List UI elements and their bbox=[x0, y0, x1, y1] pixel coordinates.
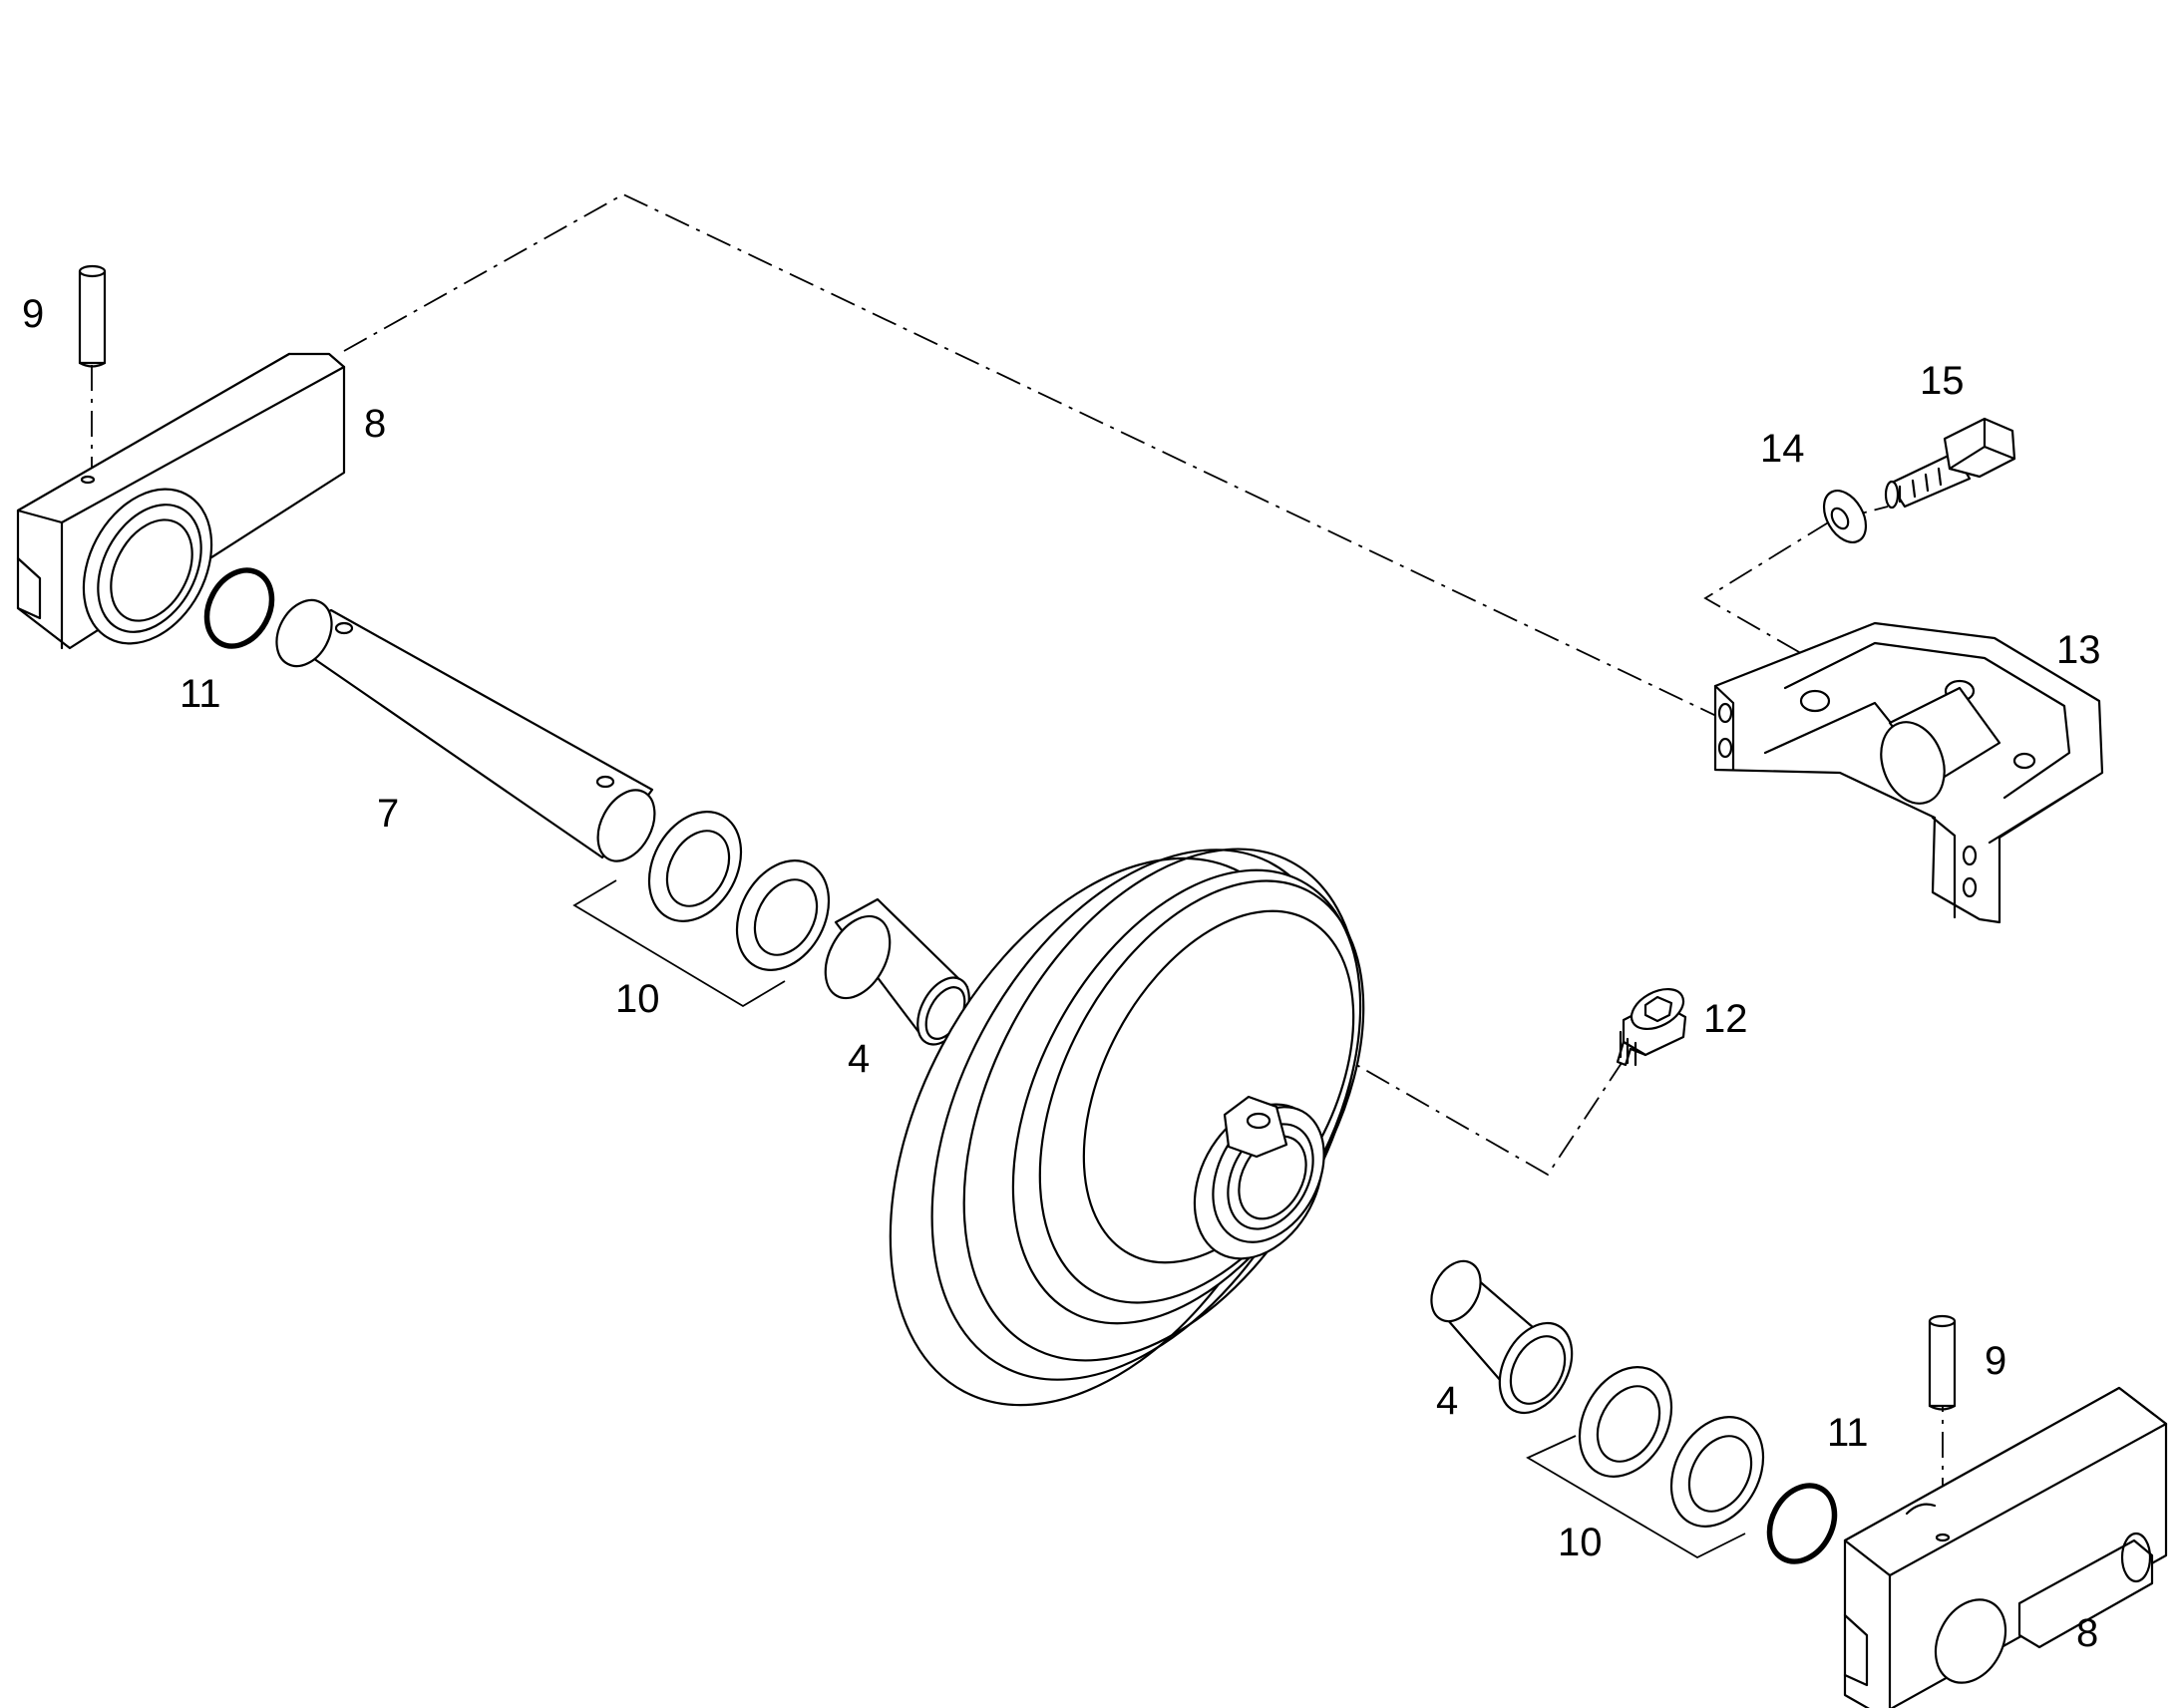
bracket bbox=[1713, 621, 2104, 924]
assembly-line-main bbox=[343, 192, 1911, 770]
callout-15: 15 bbox=[1920, 359, 1965, 403]
callout-8-bottom-right: 8 bbox=[2076, 1611, 2099, 1655]
pin-top-left bbox=[78, 264, 107, 368]
assembly-line-washer bbox=[1703, 520, 1831, 661]
block-right bbox=[1843, 1386, 2168, 1708]
callout-10-right: 10 bbox=[1558, 1521, 1603, 1564]
assembly-line-plug bbox=[1266, 1033, 1627, 1177]
seal-group-right bbox=[1526, 1366, 1765, 1559]
block-left bbox=[16, 352, 346, 650]
callout-4-right: 4 bbox=[1436, 1379, 1459, 1423]
idler-wheel bbox=[889, 848, 1365, 1407]
callout-13: 13 bbox=[2056, 628, 2101, 672]
plug-screw bbox=[1616, 987, 1687, 1067]
shaft bbox=[275, 598, 656, 862]
bushing-right bbox=[1430, 1259, 1574, 1415]
pin-bottom-right bbox=[1928, 1314, 1957, 1411]
callout-7: 7 bbox=[377, 792, 400, 836]
seal-group-left bbox=[572, 811, 831, 1008]
o-ring-left bbox=[203, 567, 275, 649]
callout-9-bottom-right: 9 bbox=[1985, 1339, 2007, 1383]
callout-11-right: 11 bbox=[1827, 1411, 1869, 1455]
callout-10-left: 10 bbox=[615, 977, 660, 1021]
bolt bbox=[1884, 417, 2016, 510]
bushing-left bbox=[824, 897, 970, 1046]
o-ring-right bbox=[1766, 1483, 1838, 1564]
callout-9-top-left: 9 bbox=[22, 292, 45, 336]
washer bbox=[1822, 490, 1868, 543]
callout-12: 12 bbox=[1703, 997, 1748, 1041]
callout-4-left: 4 bbox=[848, 1037, 871, 1081]
callout-11-left: 11 bbox=[180, 672, 221, 716]
callout-14: 14 bbox=[1760, 427, 1805, 471]
callout-8-top-left: 8 bbox=[364, 402, 387, 446]
